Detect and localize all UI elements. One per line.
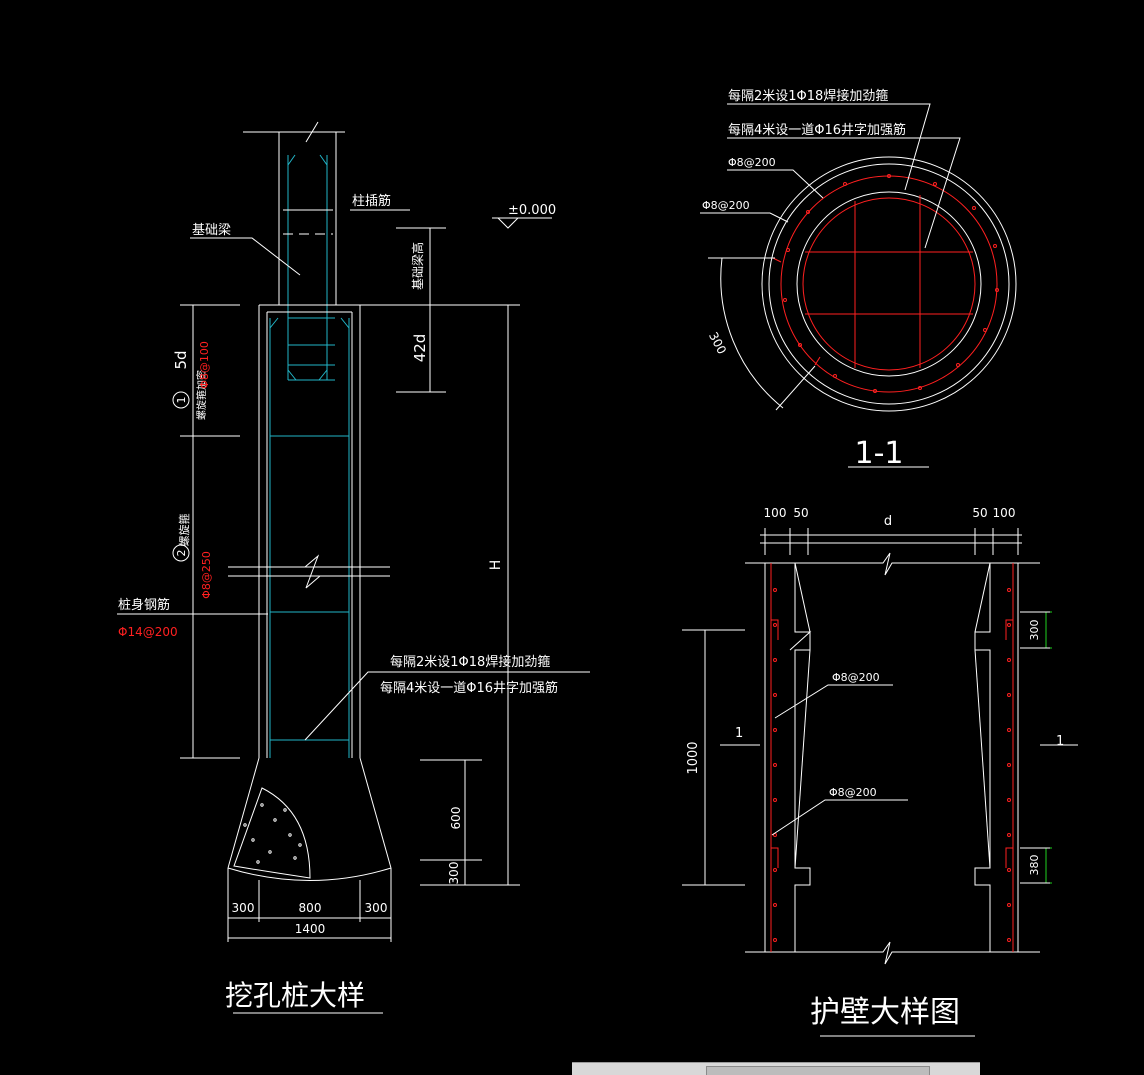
section-spec-inner: Φ8@200 bbox=[728, 156, 776, 169]
wall-detail: 100 50 d 50 100 bbox=[682, 506, 1078, 1037]
body-rebar-spec: Φ14@200 bbox=[118, 625, 178, 639]
pile-note-1: 每隔2米设1Φ18焊接加劲箍 bbox=[390, 654, 550, 670]
wall-detail-title: 护壁大样图 bbox=[810, 995, 960, 1030]
base-dim-left: 300 bbox=[232, 901, 255, 915]
wall-dim-1000: 1000 bbox=[686, 741, 701, 774]
anchor-42d-label: 42d bbox=[411, 334, 429, 363]
section-note-1: 每隔2米设1Φ18焊接加劲箍 bbox=[728, 88, 888, 104]
zone1-number: 1 bbox=[175, 397, 188, 404]
base-dim-mid: 800 bbox=[299, 901, 322, 915]
section-1-1: 每隔2米设1Φ18焊接加劲箍 每隔4米设一道Φ16井字加强筋 Φ8@200 Φ8… bbox=[700, 88, 1017, 471]
section-spec-outer: Φ8@200 bbox=[702, 199, 750, 212]
horizontal-scrollbar[interactable] bbox=[572, 1062, 980, 1075]
section-note-2: 每隔4米设一道Φ16井字加强筋 bbox=[728, 122, 906, 138]
base-dim-total: 1400 bbox=[295, 922, 326, 936]
wall-dim-d: d bbox=[884, 514, 892, 529]
elevation-label: ±0.000 bbox=[508, 203, 556, 218]
wall-dim-50-right: 50 bbox=[972, 506, 987, 520]
base-dim-right: 300 bbox=[365, 901, 388, 915]
zone2-label: 螺旋箍 bbox=[177, 514, 191, 547]
height-label: H bbox=[488, 560, 504, 571]
column-rebar-label: 柱插筋 bbox=[352, 193, 391, 209]
zone2-spec: Φ8@250 bbox=[200, 551, 213, 599]
wall-spec-lower: Φ8@200 bbox=[829, 786, 877, 799]
section-dim-300: 300 bbox=[706, 330, 729, 357]
wall-dim-300: 300 bbox=[1028, 620, 1041, 641]
body-rebar-label: 桩身钢筋 bbox=[118, 597, 170, 613]
wall-mark-left: 1 bbox=[735, 726, 743, 741]
wall-dim-100-right: 100 bbox=[993, 506, 1016, 520]
wall-dim-100-left: 100 bbox=[764, 506, 787, 520]
zone1-spec: Φ8@100 bbox=[198, 341, 211, 389]
dim-600: 600 bbox=[449, 807, 463, 830]
zone2-number: 2 bbox=[175, 550, 188, 557]
foundation-beam-label: 基础梁 bbox=[192, 223, 231, 238]
wall-spec-upper: Φ8@200 bbox=[832, 671, 880, 684]
wall-dim-50-left: 50 bbox=[793, 506, 808, 520]
section-title: 1-1 bbox=[855, 436, 904, 471]
dim-300: 300 bbox=[447, 862, 461, 885]
pile-note-2: 每隔4米设一道Φ16井字加强筋 bbox=[380, 680, 558, 696]
scrollbar-thumb[interactable] bbox=[706, 1066, 930, 1075]
zone1-label: 螺旋箍加密 bbox=[195, 370, 208, 420]
beam-height-label: 基础梁高 bbox=[410, 242, 425, 290]
pile-detail-title: 挖孔桩大样 bbox=[225, 979, 365, 1012]
wall-dim-380: 380 bbox=[1028, 855, 1041, 876]
zone1-length: 5d bbox=[172, 350, 190, 369]
pile-detail: 300 800 300 1400 柱插筋 基础梁 ±0.000 基础梁高 42d… bbox=[117, 121, 590, 1014]
wall-mark-right: 1 bbox=[1056, 734, 1064, 749]
